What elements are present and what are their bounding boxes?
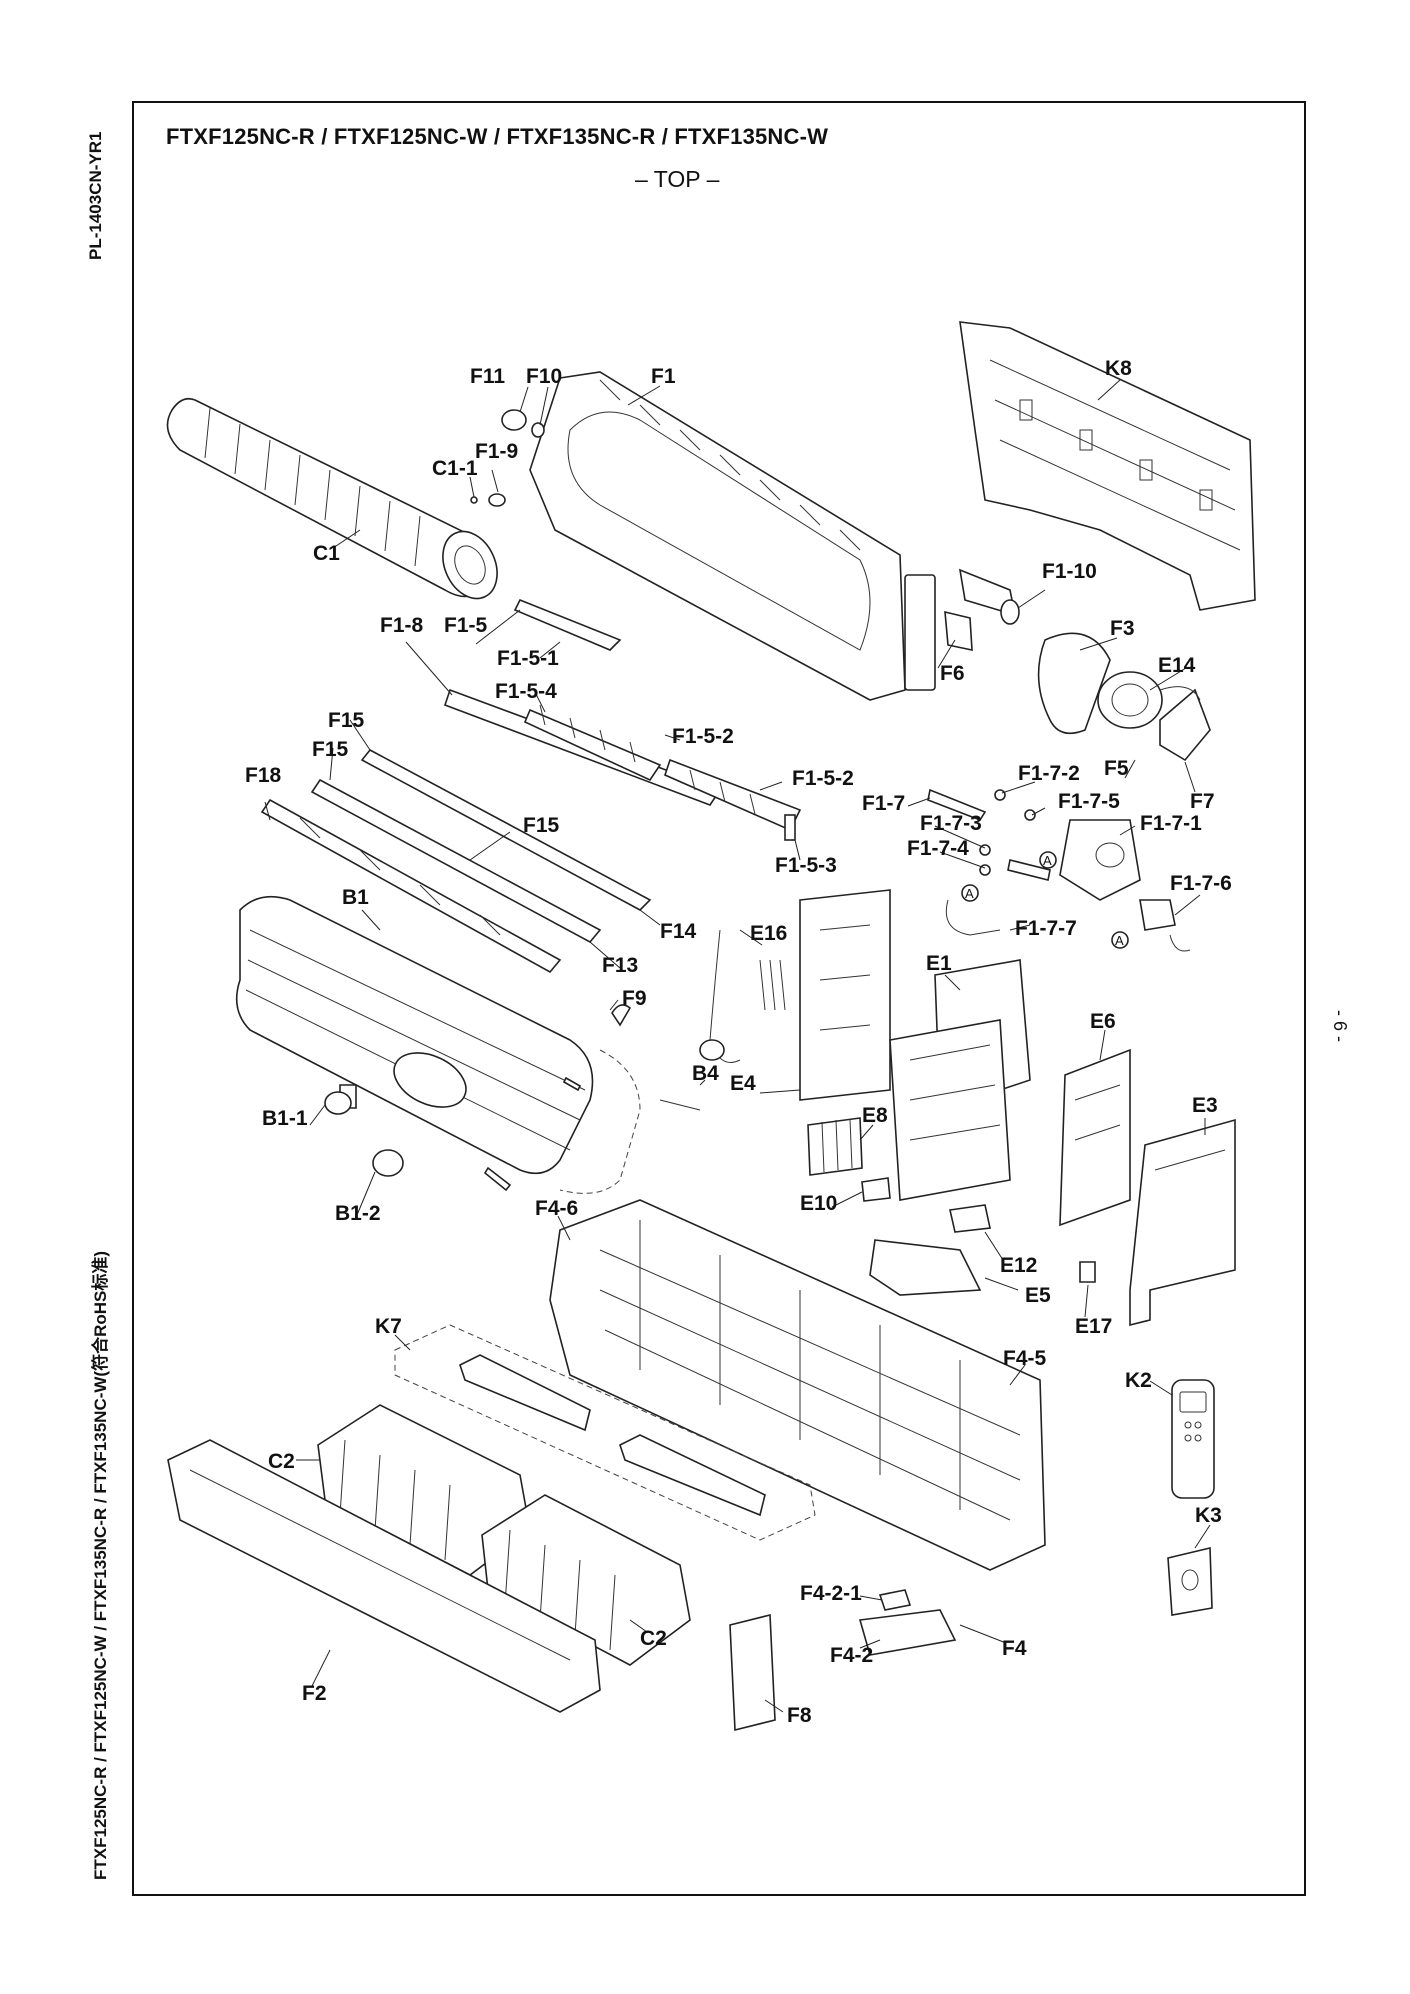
callout-f1-7-3: F1-7-3 [920,812,982,835]
callout-f1-5-2: F1-5-2 [792,767,854,790]
callout-f13: F13 [602,954,638,977]
filter-rails-group [260,748,652,974]
lower-small-parts [729,1589,957,1732]
connector-marks: A A A [961,851,1129,949]
fan-bearing-parts [470,409,545,507]
callout-k8: K8 [1105,357,1132,380]
connector-mark-a: A [965,886,974,901]
callout-e4: E4 [730,1072,756,1095]
callout-f1-9: F1-9 [475,440,518,463]
drawing-frame [132,101,1306,1896]
callout-f7: F7 [1190,790,1215,813]
callout-f15: F15 [312,738,349,761]
callout-labels: F11 F10 F1 K8 F1-9 C1-1 C1 F1-10 F1-8 F1… [245,357,1232,1727]
callout-f14: F14 [660,920,697,943]
callout-c1: C1 [313,542,340,565]
callout-e5: E5 [1025,1284,1051,1307]
view-label: – TOP – [635,166,720,192]
heat-exchanger-b1 [235,895,701,1194]
callout-f4-2-1: F4-2-1 [800,1582,862,1605]
callout-e1: E1 [926,952,952,975]
callout-e3: E3 [1192,1094,1218,1117]
fan-motor-group [944,568,1211,762]
callout-f1-7-4: F1-7-4 [907,837,969,860]
filter-set-k7 [394,1324,816,1541]
remote-controller-k2 [1171,1379,1215,1499]
callout-f8: F8 [787,1704,812,1727]
callout-e12: E12 [1000,1254,1037,1277]
callout-f11: F11 [470,365,505,388]
callout-b1-2: B1-2 [335,1202,381,1225]
connector-mark-a: A [1115,933,1124,948]
connector-mark-a: A [1043,853,1052,868]
callout-c1-1: C1-1 [432,457,478,480]
callout-f3: F3 [1110,617,1135,640]
callout-f4-5: F4-5 [1003,1347,1047,1370]
callout-f6: F6 [940,662,965,685]
callout-f1-10: F1-10 [1042,560,1097,583]
callout-f4-2: F4-2 [830,1644,873,1667]
callout-k2: K2 [1125,1369,1152,1392]
callout-f1: F1 [651,365,676,388]
leader-lines [264,379,1211,1713]
callout-f1-8: F1-8 [380,614,424,637]
callout-b1: B1 [342,886,369,909]
callout-c2: C2 [268,1450,295,1473]
callout-k3: K3 [1195,1504,1222,1527]
callout-e14: E14 [1158,654,1196,677]
callout-f10: F10 [526,365,562,388]
callout-f15: F15 [328,709,365,732]
callout-e16: E16 [750,922,787,945]
callout-b4: B4 [692,1062,719,1085]
callout-f1-7-5: F1-7-5 [1058,790,1120,813]
callout-f4-6: F4-6 [535,1197,578,1220]
piping-parts-b1 [324,1004,632,1192]
callout-f1-7-1: F1-7-1 [1140,812,1202,835]
callout-f1-5-2: F1-5-2 [672,725,734,748]
callout-f4: F4 [1002,1637,1027,1660]
document-title: FTXF125NC-R / FTXF125NC-W / FTXF135NC-R … [166,124,829,149]
callout-f9: F9 [622,987,647,1010]
callout-e10: E10 [800,1192,837,1215]
callout-e8: E8 [862,1104,888,1127]
callout-e6: E6 [1090,1010,1116,1033]
callout-f15: F15 [523,814,560,837]
callout-f1-5-4: F1-5-4 [495,680,557,703]
callout-f1-7: F1-7 [862,792,905,815]
callout-f1-7-2: F1-7-2 [1018,762,1080,785]
callout-f5: F5 [1104,757,1129,780]
callout-f1-7-7: F1-7-7 [1015,917,1077,940]
callout-f1-5-3: F1-5-3 [775,854,837,877]
front-panel-f2 [167,1439,601,1713]
callout-f18: F18 [245,764,282,787]
callout-c2: C2 [640,1627,667,1650]
callout-f1-5: F1-5 [444,614,488,637]
front-grille-f4 [549,1199,1046,1571]
callout-f1-5-1: F1-5-1 [497,647,559,670]
electrical-group [699,889,1236,1327]
swing-motor-f1-7 [927,788,1191,952]
callout-f2: F2 [302,1682,327,1705]
mounting-plate-k8 [959,321,1256,611]
crossflow-fan-c1 [166,397,498,600]
louver-assembly-f1-5 [443,598,802,841]
main-frame-f1 [529,371,936,701]
callout-b1-1: B1-1 [262,1107,308,1130]
callout-f1-7-6: F1-7-6 [1170,872,1232,895]
callout-e17: E17 [1075,1315,1112,1338]
remote-holder-k3 [1167,1546,1213,1616]
callout-k7: K7 [375,1315,402,1338]
